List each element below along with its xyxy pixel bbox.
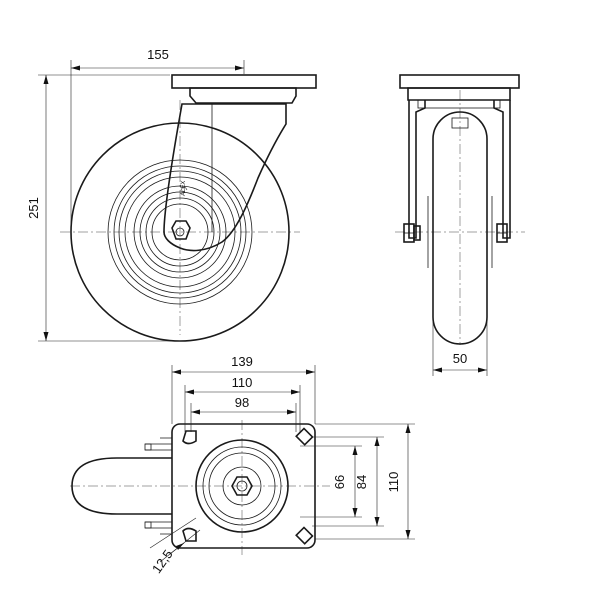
wheel-top-outline [71, 457, 172, 515]
dim-side-width: 155 [70, 47, 245, 226]
dim-plate-width: 139 [171, 354, 316, 424]
top-view [70, 420, 330, 555]
wheel-front [432, 111, 488, 345]
dim-hole-span-short: 66 [300, 445, 362, 518]
fork-arm [163, 103, 287, 252]
dim-hole-span-inner: 98 [190, 395, 297, 432]
dim-plate-height: 110 [315, 423, 415, 540]
swivel-housing-side [189, 87, 297, 104]
top-plate-front [399, 74, 520, 89]
front-view [395, 74, 525, 345]
base-plate [171, 423, 316, 549]
dim-label-139: 139 [231, 354, 253, 369]
dim-hole-diameter: 12,5 [149, 517, 201, 576]
dim-label-84: 84 [354, 475, 369, 489]
dim-label-66: 66 [332, 475, 347, 489]
wheel-rim-outer [107, 159, 253, 305]
dim-plate-hole-height: 84 [312, 436, 384, 527]
swivel-ring-outer [195, 439, 289, 533]
dim-label-251: 251 [26, 197, 41, 219]
wheel-hub [133, 185, 227, 279]
dim-label-50: 50 [453, 351, 467, 366]
dim-hole-span-outer: 110 [184, 375, 301, 432]
axle-nut-side [171, 220, 191, 240]
dim-label-110-top: 110 [232, 375, 253, 390]
dim-label-12-5: 12,5 [149, 547, 176, 576]
side-view: ALEX [60, 74, 317, 342]
bolt-hole-top-left [182, 430, 197, 445]
bolt-hole-bottom-left [182, 527, 197, 542]
dim-wheel-width: 50 [432, 300, 488, 376]
fork-leg-right [493, 100, 511, 239]
kingpin-nut [231, 476, 253, 496]
bolt-hole-top-right [295, 427, 314, 446]
bolt-hole-bottom-right [295, 526, 314, 545]
dim-label-98: 98 [235, 395, 249, 410]
svg-text:ALEX: ALEX [181, 180, 187, 197]
top-plate-side [171, 74, 317, 89]
dim-label-155: 155 [147, 47, 169, 62]
fork-leg-left [408, 100, 426, 239]
dim-label-110-side: 110 [386, 472, 401, 493]
dim-total-height: 251 [26, 74, 180, 342]
brand-logo: ALEX [180, 180, 188, 197]
